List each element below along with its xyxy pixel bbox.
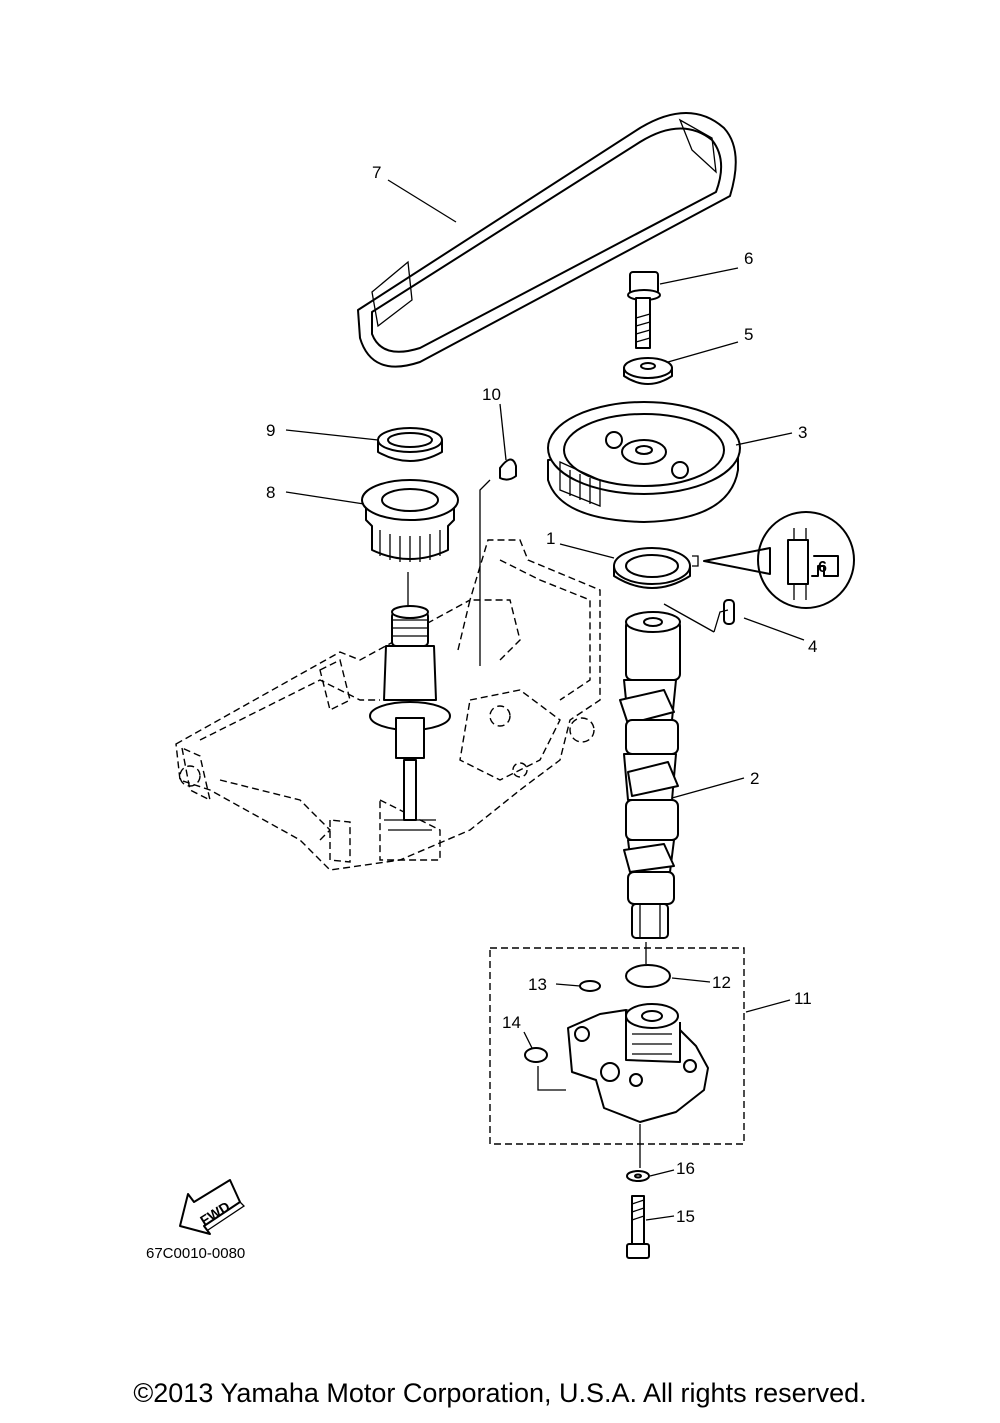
callout-3: 3 (798, 423, 807, 442)
callout-6: 6 (744, 249, 753, 268)
camshaft-pulley-3 (547, 401, 741, 523)
cylinder-block-phantom (175, 539, 601, 871)
callout-12: 12 (712, 973, 731, 992)
housing-8 (361, 479, 459, 562)
copyright-notice: ©2013 Yamaha Motor Corporation, U.S.A. A… (133, 1378, 867, 1408)
svg-text:6: 6 (818, 559, 827, 576)
key-10 (499, 458, 517, 481)
bolt-15 (626, 1195, 650, 1259)
camshaft-2 (619, 611, 681, 939)
callout-11: 11 (794, 989, 812, 1008)
callout-14: 14 (502, 1013, 521, 1032)
oil-pump-assembly-11 (489, 947, 745, 1145)
bolt-6 (627, 271, 661, 349)
diagram-code: 67C0010-0080 (146, 1245, 245, 1262)
callout-1: 1 (546, 529, 555, 548)
washer-5 (623, 357, 673, 385)
timing-belt (357, 112, 737, 368)
dowel-pin-4 (723, 599, 735, 625)
callout-16: 16 (676, 1159, 695, 1178)
crankshaft (369, 605, 451, 831)
callout-4: 4 (808, 637, 817, 656)
callout-15: 15 (676, 1207, 695, 1226)
callout-7: 7 (372, 163, 381, 182)
grease-detail-circle: 6 (757, 511, 855, 609)
callout-9: 9 (266, 421, 275, 440)
callout-5: 5 (744, 325, 753, 344)
oil-seal-1 (613, 547, 691, 589)
callout-2: 2 (750, 769, 759, 788)
leader-lines (285, 179, 805, 1221)
washer-16 (626, 1170, 650, 1182)
callout-labels: 7 6 5 10 9 3 8 1 4 2 12 13 11 14 16 15 (266, 163, 817, 1226)
callout-8: 8 (266, 483, 275, 502)
callout-13: 13 (528, 975, 547, 994)
callout-10: 10 (482, 385, 501, 404)
oil-seal-9 (377, 427, 443, 462)
fwd-arrow-icon: FWD (179, 1179, 246, 1235)
